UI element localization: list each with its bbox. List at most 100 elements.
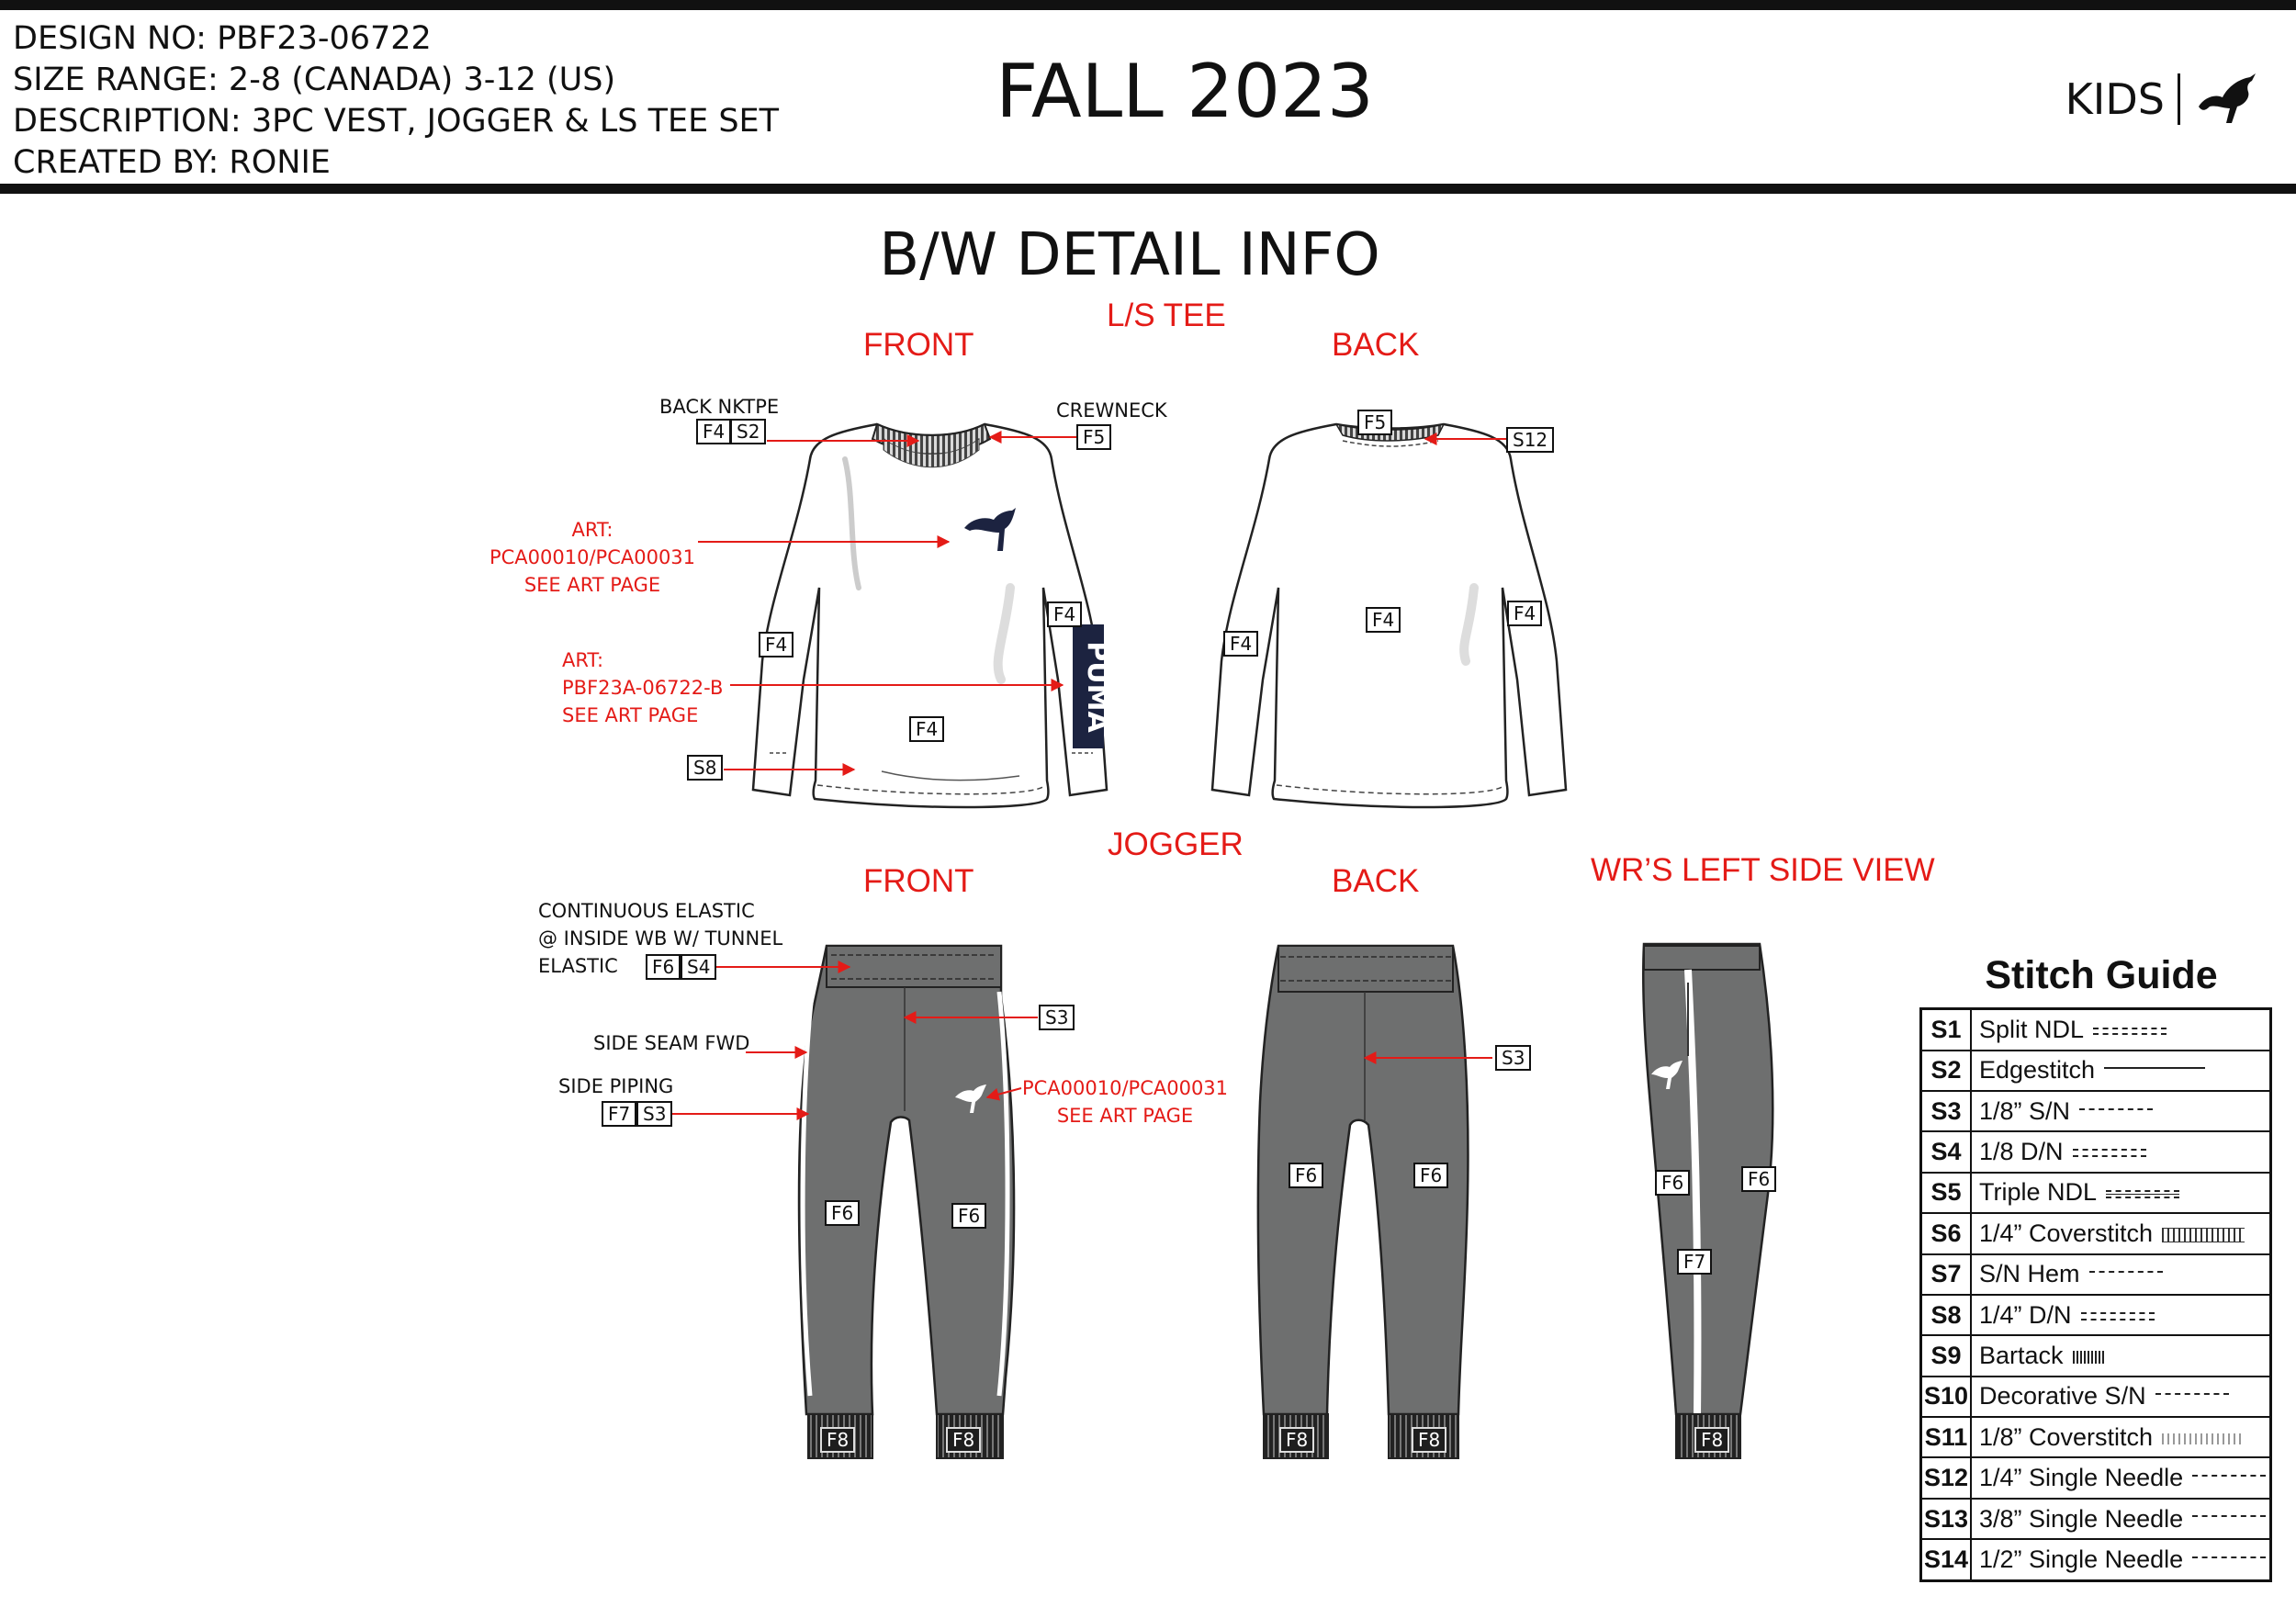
side-seam-label: SIDE SEAM FWD xyxy=(593,1032,750,1054)
jogger-front-sketch xyxy=(797,944,1016,1459)
page-title: B/W DETAIL INFO xyxy=(879,221,1380,289)
jogger-front-label: FRONT xyxy=(863,863,974,899)
stitch-code: S12 xyxy=(1919,1456,1972,1500)
stitch-symbol-icon xyxy=(2155,1393,2229,1402)
jogger-side-sketch xyxy=(1641,942,1774,1459)
jogger-puma-logo xyxy=(955,1084,986,1113)
chest-puma-logo xyxy=(964,508,1016,551)
stitch-symbol-icon xyxy=(2093,1027,2167,1035)
code-tag: F8 xyxy=(1694,1427,1730,1453)
design-number: DESIGN NO: PBF23-06722 xyxy=(13,20,432,57)
art-note: SEE ART PAGE xyxy=(523,574,661,596)
stitch-name: 1/8” S/N xyxy=(1979,1096,2071,1125)
header-top-rule xyxy=(0,0,2296,10)
tee-front-label: FRONT xyxy=(863,327,974,363)
code-tag: F6 xyxy=(951,1203,987,1229)
art-code: PCA00010/PCA00031 xyxy=(489,546,696,568)
stitch-code: S14 xyxy=(1919,1538,1972,1582)
created-by: CREATED BY: RONIE xyxy=(13,144,331,181)
header-bottom-rule xyxy=(0,184,2296,194)
code-tag: F6 xyxy=(825,1200,861,1226)
stitch-name: 1/8” Coverstitch xyxy=(1979,1422,2154,1451)
stitch-code: S9 xyxy=(1919,1334,1972,1377)
stitch-name: 1/4” Coverstitch xyxy=(1979,1219,2154,1247)
stitch-symbol-icon xyxy=(2072,1149,2146,1158)
stitch-symbol-icon xyxy=(2106,1189,2180,1198)
size-range: SIZE RANGE: 2-8 (CANADA) 3-12 (US) xyxy=(13,62,616,98)
tee-back-label: BACK xyxy=(1332,327,1420,363)
stitch-symbol-icon xyxy=(2072,1350,2106,1364)
code-tag: F4 xyxy=(759,632,794,657)
stitch-code: S4 xyxy=(1919,1130,1972,1174)
stitch-description: Edgestitch xyxy=(1970,1049,2272,1092)
code-tag: S3 xyxy=(1495,1045,1532,1071)
code-tag: S2 xyxy=(730,419,767,444)
tee-sleeve-art-callout: ART: PBF23A-06722-B SEE ART PAGE xyxy=(562,646,723,729)
code-tag: F5 xyxy=(1076,424,1112,450)
brand-block: KIDS xyxy=(2065,62,2259,136)
season-title: FALL 2023 xyxy=(996,49,1374,134)
stitch-name: S/N Hem xyxy=(1979,1260,2080,1288)
header-info: DESIGN NO: PBF23-06722 SIZE RANGE: 2-8 (… xyxy=(13,18,779,184)
stitch-description: 3/8” Single Needle xyxy=(1970,1497,2272,1541)
elastic-label: CONTINUOUS ELASTIC @ INSIDE WB W/ TUNNEL… xyxy=(538,897,782,980)
code-tag: F7 xyxy=(602,1101,637,1127)
code-tag: S8 xyxy=(687,755,724,781)
stitch-name: 1/2” Single Needle xyxy=(1979,1545,2184,1574)
code-tag: F4 xyxy=(1047,601,1083,627)
code-tag: F4 xyxy=(909,716,945,742)
stitch-symbol-icon xyxy=(2192,1515,2267,1524)
stitch-code: S6 xyxy=(1919,1212,1972,1255)
jogger-side-label: WR’S LEFT SIDE VIEW xyxy=(1591,852,1935,888)
stitch-name: Edgestitch xyxy=(1979,1056,2096,1084)
stitch-code: S2 xyxy=(1919,1049,1972,1092)
stitch-name: 1/4” Single Needle xyxy=(1979,1464,2184,1492)
stitch-description: Bartack xyxy=(1970,1334,2272,1377)
code-tag: S4 xyxy=(681,954,717,980)
code-tag: F4 xyxy=(696,419,732,444)
code-tag: F4 xyxy=(1223,631,1259,657)
tee-section-title: L/S TEE xyxy=(1107,298,1226,333)
elastic-label-line: @ INSIDE WB W/ TUNNEL xyxy=(538,927,783,950)
code-tag: F8 xyxy=(946,1427,982,1453)
code-tag: F6 xyxy=(1741,1166,1777,1192)
stitch-symbol-icon xyxy=(2080,1311,2155,1320)
code-tag: S3 xyxy=(1039,1005,1075,1030)
stitch-symbol-icon xyxy=(2079,1107,2154,1118)
stitch-code: S8 xyxy=(1919,1293,1972,1337)
stitch-symbol-icon xyxy=(2088,1271,2163,1280)
stitch-guide-title: Stitch Guide xyxy=(1985,953,2218,997)
elastic-label-line: CONTINUOUS ELASTIC xyxy=(538,900,755,922)
sleeve-puma-print: PUMA xyxy=(1081,641,1113,733)
stitch-description: 1/4” Coverstitch xyxy=(1970,1212,2272,1255)
stitch-code: S10 xyxy=(1919,1375,1972,1419)
stitch-name: 1/8 D/N xyxy=(1979,1138,2064,1166)
code-tag: F4 xyxy=(1366,607,1401,633)
jogger-back-label: BACK xyxy=(1332,863,1420,899)
stitch-description: Triple NDL xyxy=(1970,1171,2272,1215)
stitch-symbol-icon xyxy=(2162,1433,2245,1444)
callout-arrows xyxy=(670,431,1506,1120)
stitch-code: S11 xyxy=(1919,1416,1972,1459)
stitch-code: S13 xyxy=(1919,1497,1972,1541)
crewneck-label: CREWNECK xyxy=(1056,399,1167,421)
stitch-description: 1/2” Single Needle xyxy=(1970,1538,2272,1582)
stitch-symbol-icon xyxy=(2104,1067,2206,1076)
art-note: SEE ART PAGE xyxy=(1056,1105,1194,1127)
code-tag: F6 xyxy=(646,954,681,980)
stitch-code: S1 xyxy=(1919,1007,1972,1051)
stitch-symbol-icon xyxy=(2162,1227,2245,1242)
stitch-description: 1/8” Coverstitch xyxy=(1970,1416,2272,1459)
stitch-name: Triple NDL xyxy=(1979,1178,2098,1207)
jogger-section-title: JOGGER xyxy=(1108,826,1244,862)
code-tag: F8 xyxy=(1412,1427,1447,1453)
stitch-description: Split NDL xyxy=(1970,1007,2272,1051)
code-tag: F4 xyxy=(1507,601,1543,626)
